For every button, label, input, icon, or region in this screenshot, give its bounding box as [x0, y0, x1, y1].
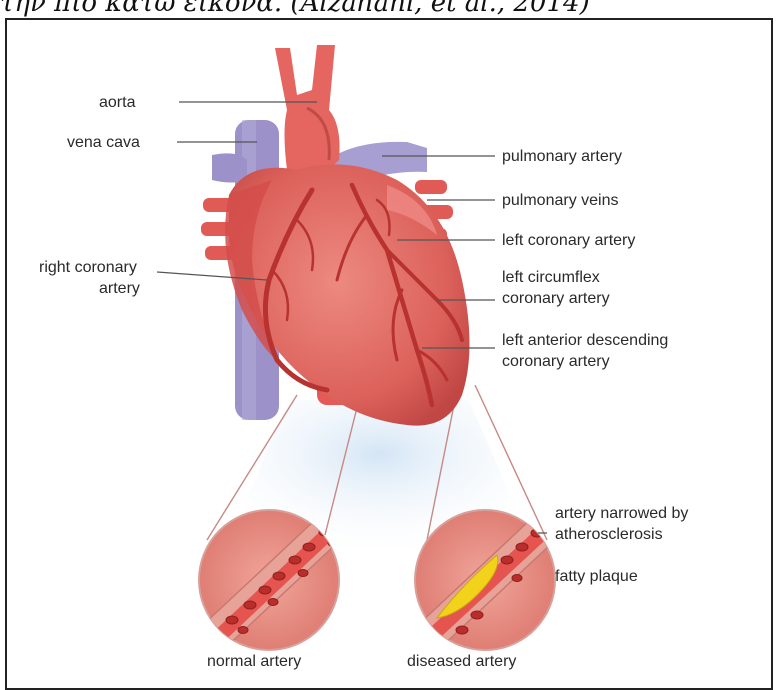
label-lad-line1: left anterior descending	[502, 332, 668, 349]
label-right-coronary-line1: right coronary	[39, 259, 137, 276]
figure-caption: την πιο κάτω εικόνα. (Alzahani, et al., …	[0, 0, 782, 18]
label-narrowed-line2: atherosclerosis	[555, 526, 663, 543]
label-pulmonary-veins: pulmonary veins	[502, 192, 619, 209]
figure-frame: aorta vena cava pulmonary artery pulmona…	[5, 18, 773, 690]
label-narrowed-line1: artery narrowed by	[555, 505, 688, 522]
label-left-circumflex-line2: coronary artery	[502, 290, 610, 307]
label-left-circumflex-line1: left circumflex	[502, 269, 600, 286]
heart-diagram: aorta vena cava pulmonary artery pulmona…	[7, 20, 773, 690]
label-aorta: aorta	[99, 94, 136, 111]
label-normal-artery: normal artery	[207, 653, 301, 670]
label-diseased-artery: diseased artery	[407, 653, 516, 670]
label-fatty-plaque: fatty plaque	[555, 568, 638, 585]
label-left-coronary-artery: left coronary artery	[502, 232, 635, 249]
label-lad-line2: coronary artery	[502, 353, 610, 370]
label-pulmonary-artery: pulmonary artery	[502, 148, 622, 165]
label-right-coronary-line2: artery	[99, 280, 140, 297]
label-vena-cava: vena cava	[67, 134, 140, 151]
